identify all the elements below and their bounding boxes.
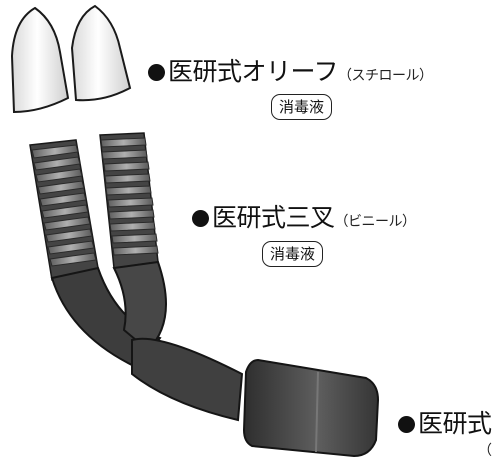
olive-tip-left xyxy=(10,6,70,114)
olive-tip-right xyxy=(70,4,132,102)
trident-label: 医研式三叉（ビニール） xyxy=(192,198,416,234)
trident-material: （ビニール） xyxy=(334,214,417,230)
connector-rim-line xyxy=(315,371,319,453)
third-name: 医研式 xyxy=(418,409,492,438)
trident-care-badge: 消毒液 xyxy=(262,241,324,267)
trident-name: 医研式三叉 xyxy=(212,203,335,232)
third-material: （ xyxy=(478,443,492,459)
bullet-icon xyxy=(192,210,209,227)
olive-label: 医研式オリーフ（スチロール） xyxy=(148,52,433,88)
olive-material: （スチロール） xyxy=(338,68,433,84)
bullet-icon xyxy=(398,416,415,433)
corrugated-tube-left xyxy=(29,139,99,281)
tube-connector xyxy=(242,358,380,458)
olive-name: 医研式オリーフ xyxy=(168,57,339,86)
third-label: 医研式 xyxy=(398,404,492,440)
bullet-icon xyxy=(148,64,165,81)
corrugated-tube-right xyxy=(99,132,159,269)
y-tube-stem xyxy=(131,337,244,422)
olive-care-badge: 消毒液 xyxy=(271,94,333,120)
